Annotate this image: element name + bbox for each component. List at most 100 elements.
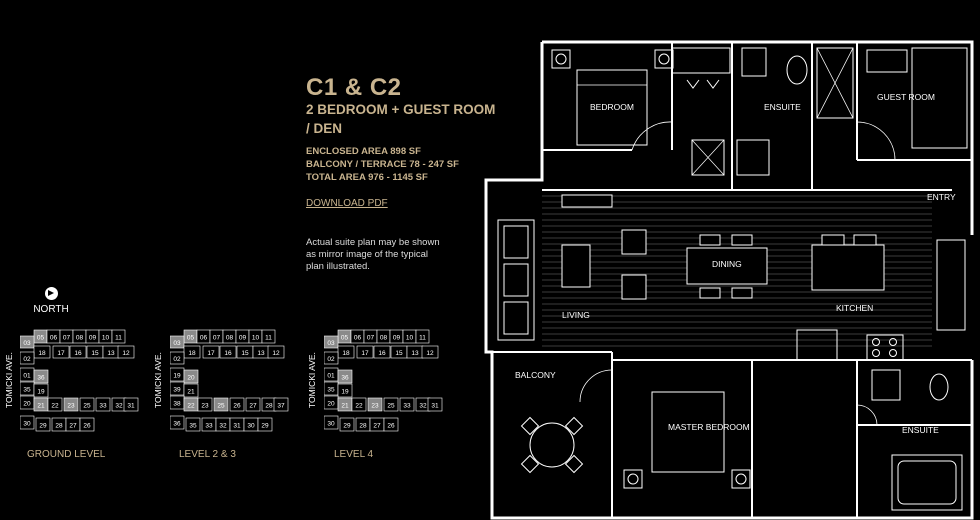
keyplan-unit[interactable]: 19 [170, 367, 185, 382]
keyplan-unit[interactable]: 11 [415, 329, 430, 344]
keyplan-unit[interactable]: 05 [337, 329, 352, 344]
keyplan-unit[interactable]: 09 [389, 329, 404, 344]
keyplan-unit[interactable]: 08 [72, 329, 87, 344]
keyplan-unit[interactable]: 08 [222, 329, 237, 344]
keyplan-unit[interactable]: 29 [339, 417, 355, 432]
keyplan-unit[interactable]: 12 [117, 345, 135, 359]
keyplan-unit[interactable]: 10 [98, 329, 113, 344]
keyplan-unit[interactable]: 07 [59, 329, 74, 344]
keyplan-unit[interactable]: 06 [350, 329, 365, 344]
keyplan-unit[interactable]: 33 [95, 397, 111, 412]
keyplan-unit[interactable]: 39 [170, 381, 185, 396]
keyplan-unit[interactable]: 06 [196, 329, 211, 344]
keyplan-unit[interactable]: 25 [213, 397, 229, 412]
keyplan-unit[interactable]: 33 [201, 417, 217, 432]
keyplan-unit[interactable]: 20 [183, 369, 199, 384]
keyplan-unit[interactable]: 16 [69, 345, 87, 359]
keyplan-unit[interactable]: 31 [229, 417, 245, 432]
download-pdf-link[interactable]: DOWNLOAD PDF [306, 198, 388, 209]
keyplan-unit[interactable]: 11 [111, 329, 126, 344]
keyplan-unit[interactable]: 22 [183, 397, 199, 412]
keyplan-unit[interactable]: 13 [406, 345, 424, 359]
keyplan-unit[interactable]: 20 [324, 395, 339, 410]
keyplan-unit[interactable]: 11 [261, 329, 276, 344]
keyplan-unit[interactable]: 26 [229, 397, 245, 412]
keyplan-unit[interactable]: 16 [373, 345, 391, 359]
keyplan-unit[interactable]: 05 [33, 329, 48, 344]
keyplan-unit[interactable]: 07 [209, 329, 224, 344]
keyplan-unit[interactable]: 21 [33, 397, 49, 412]
keyplan-unit[interactable]: 29 [257, 417, 273, 432]
keyplan-unit[interactable]: 10 [248, 329, 263, 344]
keyplan-unit[interactable]: 23 [197, 397, 213, 412]
keyplan-unit[interactable]: 21 [337, 397, 353, 412]
keyplan-unit[interactable]: 36 [33, 369, 49, 384]
keyplan-unit[interactable]: 10 [402, 329, 417, 344]
keyplan-unit[interactable]: 13 [252, 345, 270, 359]
keyplan-unit[interactable]: 28 [355, 417, 371, 432]
keyplan-unit[interactable]: 07 [363, 329, 378, 344]
keyplan-unit[interactable]: 30 [20, 415, 35, 430]
keyplan-unit[interactable]: 18 [183, 345, 201, 359]
keyplan-unit[interactable]: 15 [236, 345, 254, 359]
keyplan-unit[interactable]: 33 [399, 397, 415, 412]
keyplan-unit[interactable]: 15 [86, 345, 104, 359]
keyplan-unit[interactable]: 38 [170, 395, 185, 410]
keyplan-unit[interactable]: 06 [46, 329, 61, 344]
keyplan-unit[interactable]: 32 [215, 417, 231, 432]
keyplan-unit[interactable]: 27 [65, 417, 81, 432]
keyplan-unit[interactable]: 17 [202, 345, 220, 359]
keyplan-unit[interactable]: 35 [185, 417, 201, 432]
keyplan-unit[interactable]: 29 [35, 417, 51, 432]
keyplan-unit[interactable]: 36 [337, 369, 353, 384]
keyplan-unit[interactable]: 19 [33, 383, 49, 398]
keyplan-unit[interactable]: 25 [79, 397, 95, 412]
keyplan-unit[interactable]: 12 [421, 345, 439, 359]
keyplan-unit[interactable]: 22 [351, 397, 367, 412]
keyplan-unit[interactable]: 21 [183, 383, 199, 398]
keyplan-unit[interactable]: 30 [243, 417, 259, 432]
keyplan-unit[interactable]: 17 [356, 345, 374, 359]
keyplan-unit[interactable]: 31 [123, 397, 139, 412]
keyplan-unit[interactable]: 01 [20, 367, 35, 382]
keyplan-unit[interactable]: 37 [273, 397, 289, 412]
keyplan-unit[interactable]: 35 [20, 381, 35, 396]
keyplan-unit[interactable]: 23 [367, 397, 383, 412]
keyplan-unit[interactable]: 23 [63, 397, 79, 412]
keyplan-unit[interactable]: 19 [337, 383, 353, 398]
keyplan-unit[interactable]: 12 [267, 345, 285, 359]
keyplan-unit[interactable]: 08 [376, 329, 391, 344]
keyplan-unit[interactable]: 02 [170, 351, 185, 365]
keyplan-unit[interactable]: 30 [324, 415, 339, 430]
keyplan-unit[interactable]: 18 [337, 345, 355, 359]
keyplan-unit[interactable]: 09 [235, 329, 250, 344]
keyplan-unit[interactable]: 28 [51, 417, 67, 432]
keyplan-unit[interactable]: 15 [390, 345, 408, 359]
keyplan-unit[interactable]: 25 [383, 397, 399, 412]
keyplan-unit[interactable]: 03 [20, 335, 35, 349]
keyplan-unit[interactable]: 31 [427, 397, 443, 412]
keyplan-unit[interactable]: 03 [324, 335, 339, 349]
keyplan-unit[interactable]: 18 [33, 345, 51, 359]
keyplan-unit[interactable]: 02 [20, 351, 35, 365]
keyplan-unit[interactable]: 09 [85, 329, 100, 344]
keyplan-unit[interactable]: 27 [245, 397, 261, 412]
keyplan-unit[interactable]: 27 [369, 417, 385, 432]
keyplan-unit[interactable]: 02 [324, 351, 339, 365]
keyplan-unit-number: 21 [187, 389, 195, 396]
keyplan-unit[interactable]: 16 [219, 345, 237, 359]
keyplan-unit[interactable]: 35 [324, 381, 339, 396]
keyplan-unit[interactable]: 13 [102, 345, 120, 359]
keyplan-unit[interactable]: 03 [170, 335, 185, 349]
keyplan-unit[interactable]: 17 [52, 345, 70, 359]
keyplan-unit[interactable]: 20 [20, 395, 35, 410]
keyplan-unit[interactable]: 05 [183, 329, 198, 344]
keyplan-unit[interactable]: 26 [383, 417, 399, 432]
keyplan-unit[interactable]: 36 [170, 415, 185, 430]
keyplan-unit[interactable]: 22 [47, 397, 63, 412]
keyplan-unit[interactable]: 26 [79, 417, 95, 432]
keyplan-unit[interactable]: 01 [324, 367, 339, 382]
